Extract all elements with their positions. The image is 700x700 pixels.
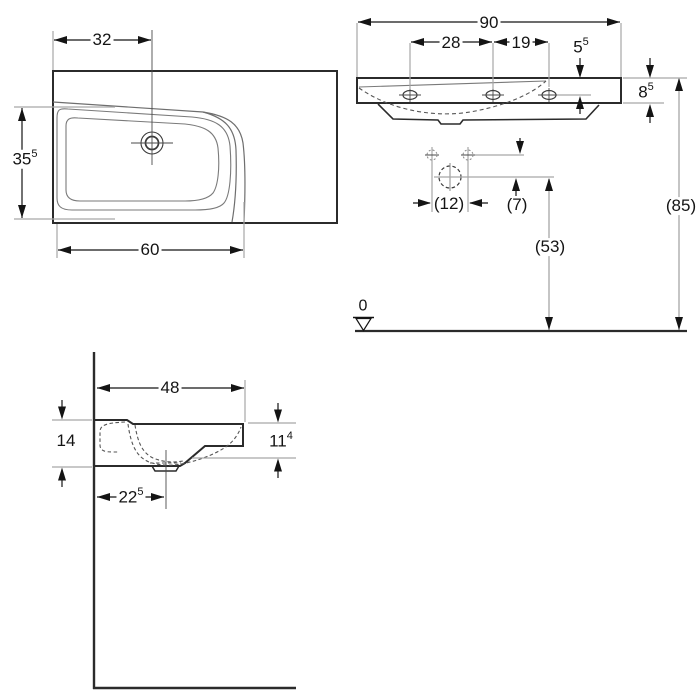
arrowhead-down xyxy=(646,65,654,78)
dim-value: 32 xyxy=(92,30,112,50)
side-view-basin-profile xyxy=(95,419,244,467)
arrowhead-down xyxy=(58,406,66,420)
arrowhead-up xyxy=(18,108,26,121)
top-view-rim-second-curve xyxy=(202,111,237,223)
top-view xyxy=(14,30,338,258)
arrowhead-right xyxy=(230,246,243,254)
dim-label-basin-edge-height: 114 xyxy=(267,429,295,451)
arrowhead-down xyxy=(274,409,282,423)
arrowhead-down xyxy=(675,317,683,330)
arrowhead-up xyxy=(58,467,66,481)
dim-value: 90 xyxy=(479,13,499,33)
dim-label-drain-offset: 225 xyxy=(116,485,146,507)
dim-value: 14 xyxy=(56,431,76,451)
arrowhead-right xyxy=(535,38,548,46)
dim-value: 22 xyxy=(118,487,138,507)
arrowhead-left xyxy=(494,38,507,46)
dim-label-tap-hole-offset: 32 xyxy=(90,30,114,50)
dim-value: 11 xyxy=(269,431,287,451)
dim-value: 0 xyxy=(358,297,368,315)
arrowhead-up xyxy=(274,458,282,472)
dim-label-basin-width: 60 xyxy=(138,240,162,260)
dim-value: 19 xyxy=(511,33,531,53)
dim-value: 60 xyxy=(140,240,160,260)
arrowhead-left xyxy=(54,36,67,44)
arrowhead-left xyxy=(469,199,482,207)
arrowhead-up xyxy=(545,178,553,191)
top-view-countertop-outline xyxy=(52,70,338,224)
dim-superscript: 4 xyxy=(286,429,293,442)
dim-label-rim-height: (85) xyxy=(663,196,699,216)
arrowhead-left xyxy=(97,493,110,501)
dim-label-tap-spacing-left: 28 xyxy=(439,33,463,53)
dim-value: 48 xyxy=(160,378,180,398)
arrowhead-right xyxy=(151,493,164,501)
arrowhead-down xyxy=(18,205,26,218)
dim-label-overall-width: 90 xyxy=(477,13,501,33)
fixing-hole-mark xyxy=(462,149,474,161)
dim-value: 28 xyxy=(441,33,461,53)
fixing-hole-mark xyxy=(426,149,438,161)
dim-superscript: 5 xyxy=(647,80,654,93)
front-view-bowl-hidden-curve xyxy=(358,80,547,115)
dim-value: 5 xyxy=(573,37,583,57)
side-view-hidden-bowl-curve xyxy=(127,423,242,466)
datum-zero-label: 0 xyxy=(357,297,369,316)
arrowhead-right xyxy=(418,199,431,207)
top-view-bowl-floor-edge xyxy=(65,117,220,202)
front-view-underside-outline xyxy=(377,103,600,125)
dim-superscript: 5 xyxy=(137,485,144,498)
arrowhead-right xyxy=(231,384,244,392)
side-view-hidden-bowl-inner-curve xyxy=(134,424,184,463)
front-view-tap-holes xyxy=(399,88,560,102)
dim-value: (12) xyxy=(433,194,465,214)
arrowhead-down xyxy=(516,141,524,154)
front-view-inner-rim-line xyxy=(358,80,547,88)
arrowhead-down xyxy=(576,65,584,78)
dim-value: (7) xyxy=(506,195,528,215)
dim-value: 35 xyxy=(12,149,32,169)
top-view-rim-outer-curve xyxy=(52,101,246,223)
arrowhead-left xyxy=(97,384,110,392)
dim-value: (85) xyxy=(665,196,697,216)
arrowhead-right xyxy=(479,38,492,46)
dim-label-fixing-to-drain: (7) xyxy=(504,195,530,215)
top-view-rim-inner-edge xyxy=(56,108,232,211)
datum-triangle-icon xyxy=(354,317,373,332)
front-view-rim-outline xyxy=(356,77,622,104)
side-view-hidden-back-edge xyxy=(99,421,126,453)
arrowhead-up xyxy=(512,178,520,191)
arrowhead-left xyxy=(358,18,371,26)
side-view-drain-outlet xyxy=(151,465,180,472)
dim-superscript: 5 xyxy=(31,147,38,160)
arrowhead-up xyxy=(576,96,584,109)
dim-label-fixing-hole-spacing: (12) xyxy=(433,194,465,214)
arrowhead-left xyxy=(411,38,424,46)
arrowhead-up xyxy=(646,104,654,117)
dim-label-front-edge-height: 14 xyxy=(54,431,78,451)
arrowhead-left xyxy=(58,246,71,254)
dim-label-tap-spacing-right: 19 xyxy=(509,33,533,53)
dim-label-basin-depth: 355 xyxy=(10,147,40,169)
dim-label-rim-to-tap: 55 xyxy=(571,35,591,57)
dim-superscript: 5 xyxy=(582,35,589,48)
arrowhead-up xyxy=(675,78,683,91)
dim-value: 8 xyxy=(638,82,648,102)
dim-label-overall-depth: 48 xyxy=(158,378,182,398)
side-view xyxy=(52,352,296,690)
arrowhead-right xyxy=(607,18,620,26)
arrowhead-right xyxy=(138,36,151,44)
dim-value: (53) xyxy=(534,237,566,257)
dim-label-drain-height: (53) xyxy=(532,237,568,257)
front-view xyxy=(353,18,687,333)
dim-label-apron-height: 85 xyxy=(636,80,656,102)
arrowhead-down xyxy=(545,317,553,330)
